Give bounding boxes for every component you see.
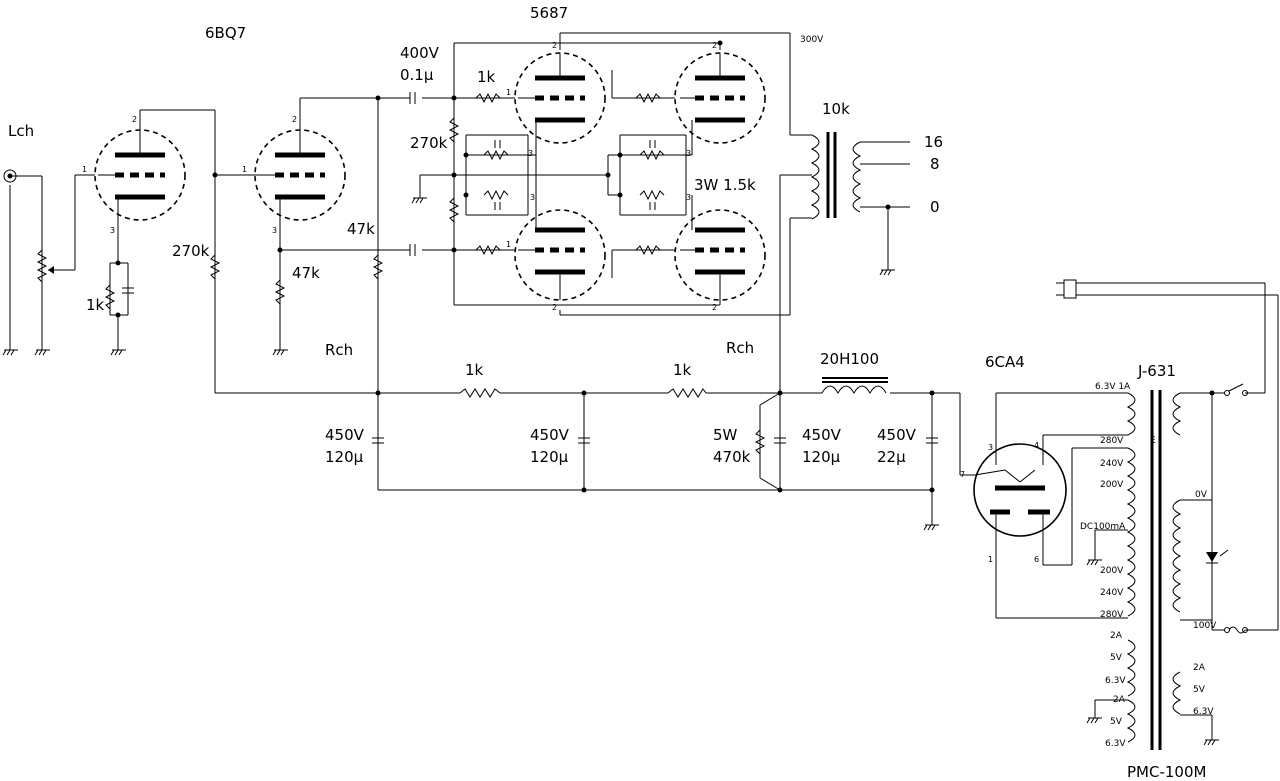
pin-v1-cathode: 3 [110, 226, 115, 235]
tap-200-bottom: 200V [1100, 566, 1124, 576]
label-r-470k: 470k [713, 448, 751, 466]
label-c-400v: 400V [400, 44, 440, 62]
label-r-3w: 3W 1.5k [694, 176, 756, 194]
low-right-2a: 2A [1193, 663, 1206, 673]
labels: 6BQ7 5687 6CA4 Lch Rch Rch 1k 270k 47k 4… [8, 4, 1217, 781]
input-jack-icon [3, 169, 17, 183]
tube-v6 [674, 195, 766, 301]
label-r-1k-b: 1k [465, 361, 484, 379]
label-core: PMC-100M [1127, 763, 1206, 781]
capacitors [122, 92, 938, 444]
label-c1-u: 120µ [325, 448, 364, 466]
pin-rect-4: 4 [1034, 441, 1039, 450]
ground-symbols [2, 197, 1219, 746]
label-tap-16: 16 [924, 133, 943, 151]
tube-rectifier [973, 440, 1067, 545]
label-r-47k-a: 47k [292, 264, 320, 282]
power-transformer [1126, 390, 1182, 750]
pin-v4-cathode: 3 [686, 149, 691, 158]
label-tap-8: 8 [930, 155, 940, 173]
power-switch-icon [1224, 383, 1248, 396]
pin-rect-3: 3 [988, 443, 993, 452]
tap-100v: 100V [1193, 621, 1217, 631]
low-left-63v-a: 6.3V [1105, 676, 1126, 686]
choke [821, 377, 888, 395]
tube-label-6bq7: 6BQ7 [205, 24, 246, 42]
pin-v2-cathode: 3 [272, 226, 277, 235]
tube-v5 [514, 195, 606, 301]
tube-v4 [674, 52, 766, 155]
pin-v5-grid: 1 [506, 240, 511, 249]
label-transformer: J-631 [1137, 362, 1176, 380]
low-left-2a-a: 2A [1110, 631, 1123, 641]
tap-200-top: 200V [1100, 480, 1124, 490]
label-ot-impedance: 10k [822, 100, 850, 118]
label-c1-v: 450V [325, 426, 365, 444]
label-tap-0: 0 [930, 198, 940, 216]
pin-v5-cathode: 3 [530, 193, 535, 202]
label-r-47k-b: 47k [347, 220, 375, 238]
label-r-1k-grid: 1k [477, 68, 496, 86]
low-left-5v-a: 5V [1110, 653, 1123, 663]
low-right-63v: 6.3V [1193, 707, 1214, 717]
tap-240-bottom: 240V [1100, 588, 1124, 598]
low-right-5v: 5V [1193, 685, 1206, 695]
tap-0v: 0V [1195, 490, 1208, 500]
tube-v1 [94, 129, 186, 221]
label-c3-u: 120µ [802, 448, 841, 466]
label-b-plus: 300V [800, 35, 824, 45]
wires [9, 32, 1279, 740]
tap-280-bottom: 280V [1100, 610, 1124, 620]
channel-label-left: Lch [8, 122, 34, 140]
pin-v3-cathode: 3 [528, 149, 533, 158]
pin-v2-plate: 2 [292, 115, 297, 124]
label-heater: 6.3V 1A [1095, 382, 1131, 392]
label-r-270k-bias: 270k [410, 134, 448, 152]
label-r-270k: 270k [172, 242, 210, 260]
pin-v3-grid: 1 [506, 88, 511, 97]
pin-rect-7: 7 [960, 470, 965, 479]
pin-v5-plate: 2 [552, 303, 557, 312]
tap-280-top: 280V [1100, 436, 1124, 446]
label-c3-v: 450V [802, 426, 842, 444]
pin-v1-plate: 2 [132, 115, 137, 124]
tap-240-top: 240V [1100, 459, 1124, 469]
label-r-5w: 5W [713, 426, 738, 444]
label-c2-v: 450V [530, 426, 570, 444]
low-left-2a-b: 2A [1113, 695, 1126, 705]
label-r-1k-c: 1k [673, 361, 692, 379]
junction-dots [115, 40, 1215, 493]
pin-v3-plate: 2 [552, 41, 557, 50]
channel-label-right-1: Rch [325, 341, 353, 359]
label-e-mark: E [1150, 436, 1156, 446]
pin-v2-grid: 1 [242, 165, 247, 174]
fuse-icon [1224, 626, 1248, 634]
pin-v6-cathode: 3 [686, 193, 691, 202]
label-choke: 20H100 [820, 350, 879, 368]
tube-v3 [514, 52, 606, 155]
pin-v1-grid: 1 [82, 165, 87, 174]
pilot-led-icon [1206, 549, 1229, 564]
mains-plug-icon [1056, 279, 1077, 299]
label-c4-v: 450V [877, 426, 917, 444]
label-c-01u: 0.1µ [400, 66, 434, 84]
tube-v2 [254, 129, 346, 221]
low-left-5v-b: 5V [1110, 717, 1123, 727]
channel-label-right-2: Rch [726, 339, 754, 357]
volume-potentiometer [36, 249, 54, 283]
tap-dc100ma: DC100mA [1080, 522, 1126, 532]
tube-label-6ca4: 6CA4 [985, 353, 1025, 371]
pin-rect-6: 6 [1034, 555, 1039, 564]
low-left-63v-b: 6.3V [1105, 739, 1126, 749]
label-c4-u: 22µ [877, 448, 906, 466]
label-r-1k-cathode: 1k [86, 296, 105, 314]
pin-rect-1: 1 [988, 555, 993, 564]
output-transformer [810, 132, 862, 220]
pin-v6-plate: 2 [712, 303, 717, 312]
label-c2-u: 120µ [530, 448, 569, 466]
resistors [104, 92, 766, 455]
tube-label-5687: 5687 [530, 4, 568, 22]
pin-v4-plate: 2 [712, 41, 717, 50]
